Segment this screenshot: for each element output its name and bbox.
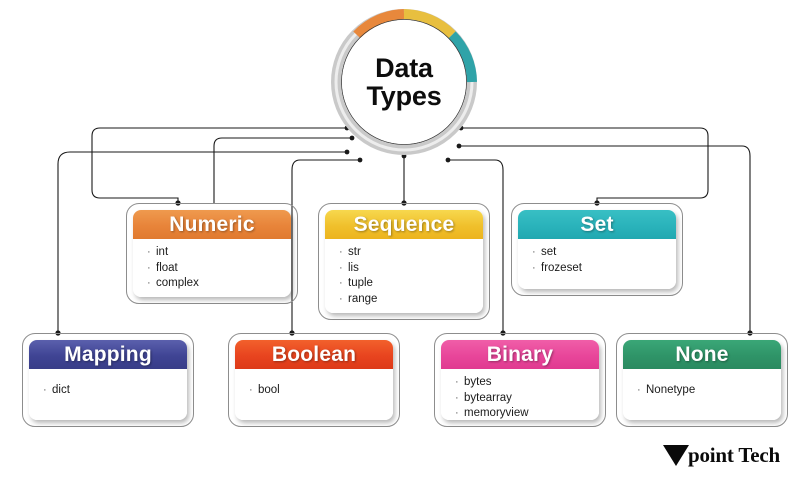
- list-item: ·lis: [339, 261, 483, 277]
- brand-logo: T point Tech: [663, 443, 780, 477]
- card-body-numeric: ·int ·float ·complex: [133, 239, 291, 297]
- card-body-mapping: ·dict: [29, 369, 187, 420]
- hub-title-line-2: Types: [366, 81, 442, 111]
- card-body-binary: ·bytes ·bytearray ·memoryview: [441, 369, 599, 420]
- bullet-icon: ·: [455, 376, 459, 388]
- list-item: ·Nonetype: [637, 383, 781, 399]
- card-header-boolean: Boolean: [235, 340, 393, 369]
- bullet-icon: ·: [637, 384, 641, 396]
- logo-mark-letter: T: [670, 464, 682, 477]
- card-header-numeric: Numeric: [133, 210, 291, 239]
- card-header-binary: Binary: [441, 340, 599, 369]
- card-header-sequence: Sequence: [325, 210, 483, 239]
- bullet-icon: ·: [339, 292, 343, 305]
- bullet-icon: ·: [339, 261, 343, 274]
- category-card-set[interactable]: Set ·set ·frozeset: [511, 203, 683, 296]
- list-item: ·tuple: [339, 276, 483, 292]
- hub-ring: [331, 9, 477, 155]
- card-body-set: ·set ·frozeset: [518, 239, 676, 289]
- bullet-icon: ·: [339, 277, 343, 289]
- bullet-icon: ·: [455, 407, 459, 419]
- bullet-icon: ·: [43, 384, 47, 396]
- card-body-none: ·Nonetype: [623, 369, 781, 420]
- list-item: ·set: [532, 245, 676, 261]
- hub-label: Data Types: [342, 20, 466, 144]
- triangle-mark-icon: T: [663, 445, 689, 477]
- list-item: ·float: [147, 261, 291, 277]
- card-header-set: Set: [518, 210, 676, 239]
- bullet-icon: ·: [455, 391, 459, 404]
- list-item: ·bytes: [455, 375, 599, 391]
- list-item: ·dict: [43, 383, 187, 399]
- category-card-sequence[interactable]: Sequence ·str ·lis ·tuple ·range: [318, 203, 490, 320]
- list-item: ·bytearray: [455, 391, 599, 407]
- hub-title-line-1: Data: [375, 52, 433, 83]
- central-hub: Data Types: [330, 8, 478, 156]
- category-card-boolean[interactable]: Boolean ·bool: [228, 333, 400, 427]
- list-item: ·bool: [249, 383, 393, 399]
- category-card-numeric[interactable]: Numeric ·int ·float ·complex: [126, 203, 298, 304]
- bullet-icon: ·: [532, 261, 536, 274]
- category-card-mapping[interactable]: Mapping ·dict: [22, 333, 194, 427]
- bullet-icon: ·: [249, 384, 253, 396]
- bullet-icon: ·: [532, 246, 536, 258]
- bullet-icon: ·: [147, 246, 151, 258]
- bullet-icon: ·: [147, 261, 151, 274]
- card-header-mapping: Mapping: [29, 340, 187, 369]
- card-header-none: None: [623, 340, 781, 369]
- bullet-icon: ·: [147, 277, 151, 289]
- list-item: ·str: [339, 245, 483, 261]
- list-item: ·frozeset: [532, 261, 676, 277]
- list-item: ·int: [147, 245, 291, 261]
- card-body-sequence: ·str ·lis ·tuple ·range: [325, 239, 483, 313]
- category-card-binary[interactable]: Binary ·bytes ·bytearray ·memoryview: [434, 333, 606, 427]
- logo-text: point Tech: [688, 443, 780, 467]
- list-item: ·complex: [147, 276, 291, 292]
- bullet-icon: ·: [339, 246, 343, 258]
- category-card-none[interactable]: None ·Nonetype: [616, 333, 788, 427]
- card-body-boolean: ·bool: [235, 369, 393, 420]
- list-item: ·range: [339, 292, 483, 308]
- list-item: ·memoryview: [455, 406, 599, 420]
